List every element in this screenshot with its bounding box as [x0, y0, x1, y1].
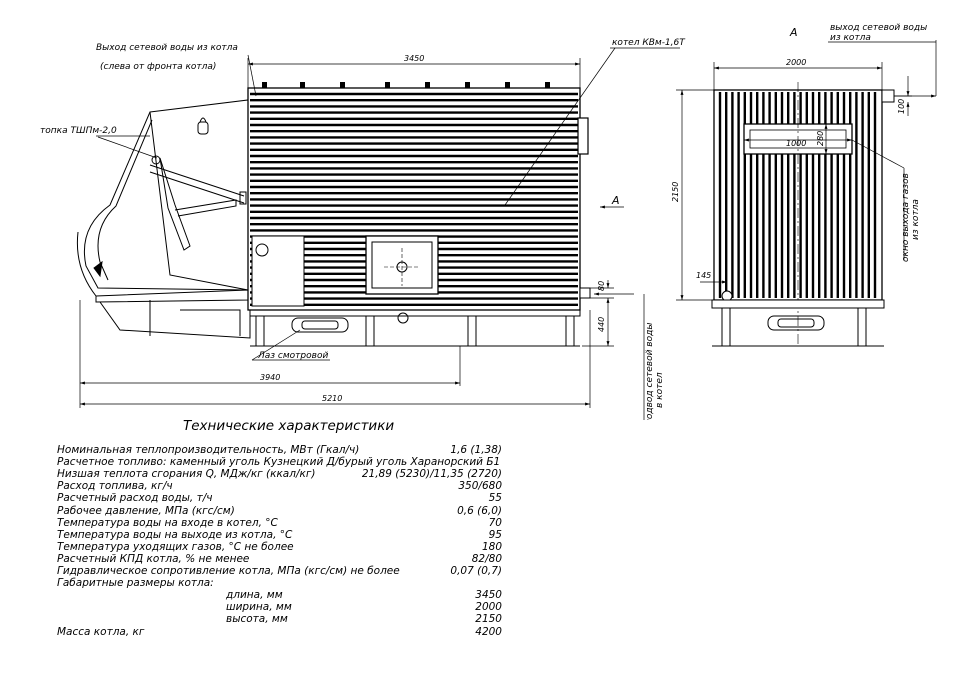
spec-row: длина, мм 3450: [0, 589, 979, 601]
technical-specs: Технические характеристики Номинальная т…: [0, 418, 979, 700]
spec-row: Температура воды на входе в котел, °С 70: [0, 517, 979, 529]
spec-label: Рабочее давление, МПа (кгс/см): [57, 504, 235, 517]
boiler-drawing: Выход сетевой воды из котла (слева от фр…: [40, 23, 937, 420]
inlet-label: подвод сетевой воды: [645, 323, 655, 420]
gas-window-label-2: из котла: [911, 199, 921, 240]
spec-value: 180: [481, 540, 502, 553]
outlet-top-left-note: (слева от фронта котла): [100, 62, 216, 72]
dim-440: 440: [597, 317, 606, 332]
spec-value: 1,6 (1,38): [450, 444, 502, 456]
specs-title: Технические характеристики: [183, 418, 395, 434]
spec-row: Номинальная теплопроизводительность, МВт…: [0, 444, 979, 456]
spec-value: 350/680: [458, 480, 502, 493]
spec-label: Температура воды на выходе из котла, °С: [57, 528, 293, 541]
spec-value: 55: [488, 492, 502, 505]
view-a-title: А: [789, 26, 798, 39]
spec-label: высота, мм: [226, 613, 288, 626]
boiler-body-side: [711, 82, 895, 347]
spec-label: Гидравлическое сопротивление котла, МПа …: [57, 565, 400, 577]
spec-label: Расчетный расход воды, т/ч: [57, 492, 213, 505]
dim-width-2000: 2000: [786, 58, 806, 67]
spec-row: Температура воды на выходе из котла, °С 9…: [0, 529, 979, 541]
outlet-top-left-label: Выход сетевой воды из котла: [96, 43, 238, 53]
dim-length-3450: 3450: [404, 54, 424, 63]
boiler-body-front: [247, 82, 591, 311]
outlet-right-label: выход сетевой воды: [830, 23, 927, 33]
spec-value: 0,6 (6,0): [457, 504, 502, 517]
gas-window-label: окно выхода газов: [901, 173, 911, 262]
dim-145: 145: [696, 271, 711, 280]
dim-280: 280: [816, 131, 825, 146]
spec-value: 70: [488, 516, 502, 529]
spec-label: Температура воды на входе в котел, °С: [57, 516, 278, 529]
spec-row: Гидравлическое сопротивление котла, МПа …: [0, 565, 979, 577]
dim-100: 100: [897, 99, 906, 114]
side-dimensions: [676, 40, 937, 301]
spec-row: Габаритные размеры котла:: [0, 577, 979, 589]
spec-value: 95: [488, 528, 502, 541]
dim-1000: 1000: [786, 139, 806, 148]
spec-value: 21,89 (5230)/11,35 (2720): [361, 468, 502, 481]
spec-label: Номинальная теплопроизводительность, МВт…: [57, 444, 360, 456]
spec-label: Низшая теплота сгорания Q, МДж/кг (ккал/…: [57, 468, 316, 481]
spec-row: ширина, мм 2000: [0, 601, 979, 613]
spec-row: Масса котла, кг 4200: [0, 626, 979, 638]
spec-row: Расчетный расход воды, т/ч 55: [0, 492, 979, 504]
dim-5210: 5210: [322, 394, 342, 403]
spec-value: 2000: [475, 601, 502, 614]
spec-label: Температура уходящих газов, °С не более: [57, 540, 294, 553]
spec-row: Рабочее давление, МПа (кгс/см) 0,6 (6,0): [0, 505, 979, 517]
front-dimensions: [79, 47, 680, 420]
boiler-base-front: [249, 309, 581, 347]
spec-value: 0,07 (0,7): [450, 565, 502, 577]
spec-label: Расход топлива, кг/ч: [57, 480, 173, 493]
arrow-a-label: А: [611, 194, 620, 207]
manhole-label: Лаз смотровой: [257, 351, 328, 361]
dim-height-2150: 2150: [671, 182, 680, 202]
furnace-label: топка ТШПм-2,0: [40, 126, 117, 136]
spec-row: Расчетный КПД котла, % не менее 82/80: [0, 553, 979, 565]
spec-label: Расчетный КПД котла, % не менее: [57, 552, 250, 565]
spec-row: высота, мм 2150: [0, 613, 979, 625]
inlet-label-2: в котел: [655, 372, 665, 408]
spec-label: Габаритные размеры котла:: [57, 577, 214, 590]
spec-label: Расчетное топливо: каменный уголь Кузнец…: [57, 456, 501, 469]
spec-row: Расчетное топливо: каменный уголь Кузнец…: [0, 456, 979, 468]
outlet-right-label-2: из котла: [830, 33, 871, 43]
dim-80: 80: [597, 281, 606, 291]
spec-row: Низшая теплота сгорания Q, МДж/кг (ккал/…: [0, 468, 979, 480]
spec-row: Расход топлива, кг/ч 350/680: [0, 480, 979, 492]
spec-label: Масса котла, кг: [57, 625, 145, 638]
boiler-label: котел КВм-1,6Т: [612, 38, 686, 48]
spec-label: ширина, мм: [226, 601, 292, 614]
spec-value: 2150: [475, 613, 502, 626]
dim-3940: 3940: [260, 373, 280, 382]
spec-label: длина, мм: [226, 589, 283, 602]
spec-value: 82/80: [471, 552, 502, 565]
spec-value: 3450: [475, 589, 502, 602]
spec-row: Температура уходящих газов, °С не более 1…: [0, 541, 979, 553]
spec-value: 4200: [475, 625, 502, 638]
